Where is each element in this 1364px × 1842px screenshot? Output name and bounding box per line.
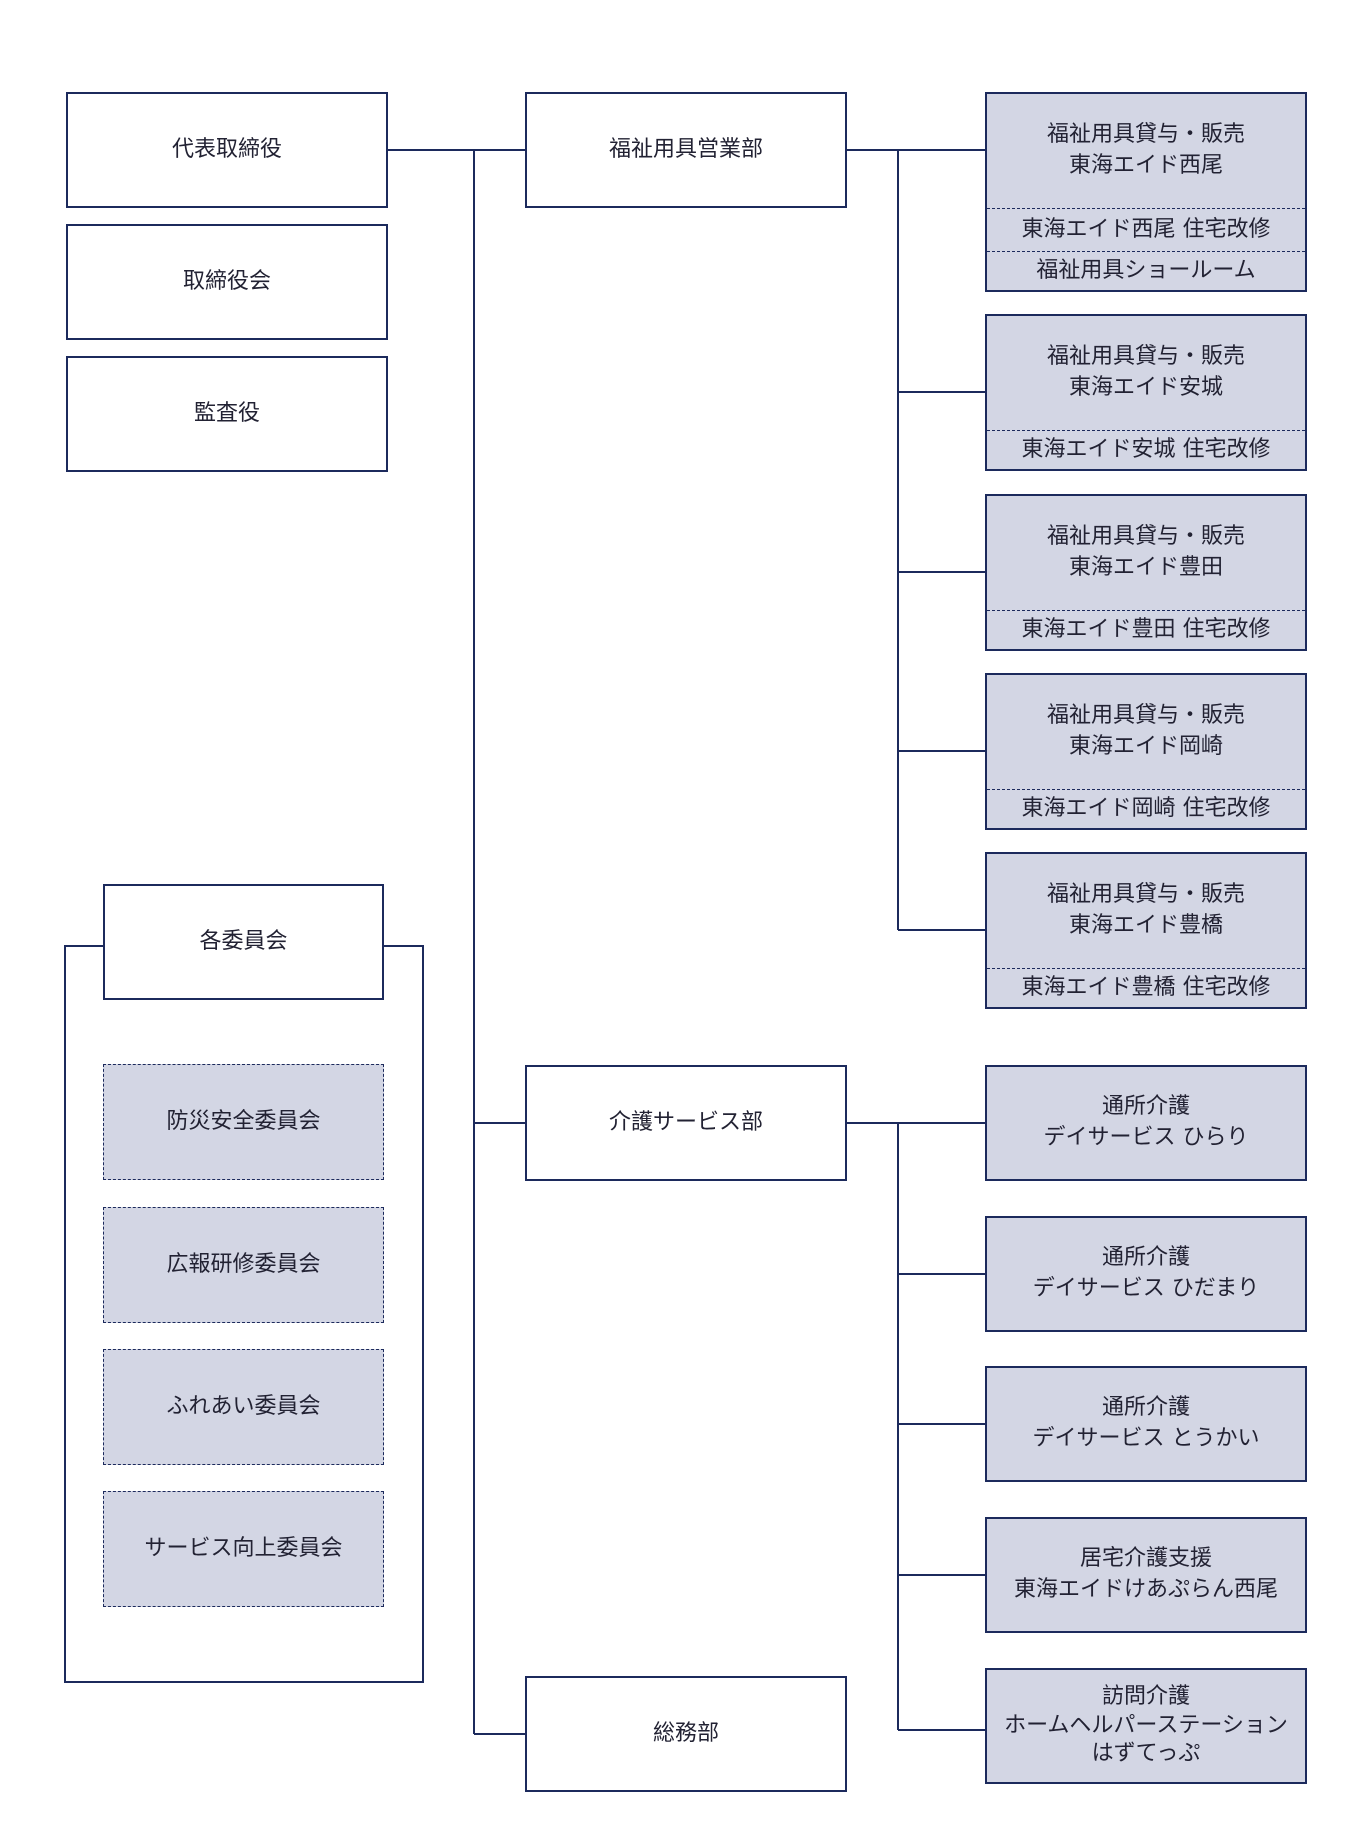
committee-label: ふれあい委員会 [166, 1393, 321, 1419]
general-dept-label: 総務部 [652, 1720, 719, 1746]
board-box: 取締役会 [66, 224, 388, 340]
unit-line: 福祉用具貸与・販売 [1046, 524, 1245, 550]
welfare-unit-main: 福祉用具貸与・販売 東海エイド豊橋 [987, 854, 1305, 968]
committees-title-box: 各委員会 [103, 884, 384, 1000]
welfare-unit-main: 福祉用具貸与・販売 東海エイド豊田 [987, 496, 1305, 610]
welfare-unit-box: 福祉用具貸与・販売 東海エイド西尾 東海エイド西尾 住宅改修 福祉用具ショールー… [985, 92, 1307, 292]
welfare-unit-sub: 東海エイド西尾 住宅改修 [987, 208, 1305, 251]
unit-line: ホームヘルパーステーション [1004, 1712, 1288, 1738]
unit-line: デイサービス ひだまり [1032, 1276, 1260, 1301]
committee-item: 防災安全委員会 [103, 1064, 384, 1180]
welfare-unit-box: 福祉用具貸与・販売 東海エイド豊田 東海エイド豊田 住宅改修 [985, 494, 1307, 651]
unit-line: 通所介護 [1101, 1245, 1190, 1271]
unit-line: 東海エイド安城 [1068, 375, 1223, 400]
welfare-unit-box: 福祉用具貸与・販売 東海エイド豊橋 東海エイド豊橋 住宅改修 [985, 852, 1307, 1009]
welfare-unit-sub: 東海エイド岡崎 住宅改修 [987, 789, 1305, 828]
general-dept-box: 総務部 [525, 1676, 847, 1792]
unit-line: 通所介護 [1101, 1395, 1190, 1421]
welfare-unit-sub: 東海エイド豊田 住宅改修 [987, 610, 1305, 649]
unit-line: 訪問介護 [1101, 1684, 1190, 1710]
committee-item: 広報研修委員会 [103, 1207, 384, 1323]
care-unit-box: 通所介護 デイサービス ひだまり [985, 1216, 1307, 1332]
auditor-box: 監査役 [66, 356, 388, 472]
unit-line: 福祉用具貸与・販売 [1046, 344, 1245, 370]
unit-line: 福祉用具貸与・販売 [1046, 122, 1245, 148]
unit-line: 福祉用具貸与・販売 [1046, 882, 1245, 908]
unit-sub-label: 東海エイド岡崎 住宅改修 [1021, 795, 1271, 821]
unit-line: デイサービス ひらり [1043, 1125, 1249, 1150]
committee-item: ふれあい委員会 [103, 1349, 384, 1465]
unit-line: 居宅介護支援 [1079, 1546, 1212, 1572]
care-dept-label: 介護サービス部 [608, 1109, 763, 1135]
care-unit-box: 通所介護 デイサービス とうかい [985, 1366, 1307, 1482]
committees-title: 各委員会 [199, 928, 288, 954]
unit-line: デイサービス とうかい [1032, 1426, 1260, 1451]
welfare-unit-sub: 福祉用具ショールーム [987, 251, 1305, 290]
unit-line: 東海エイド西尾 [1068, 153, 1223, 178]
ceo-box: 代表取締役 [66, 92, 388, 208]
welfare-unit-main: 福祉用具貸与・販売 東海エイド岡崎 [987, 675, 1305, 789]
care-unit-box: 居宅介護支援 東海エイドけあぷらん西尾 [985, 1517, 1307, 1633]
unit-line: 東海エイド岡崎 [1068, 734, 1223, 759]
unit-sub-label: 東海エイド豊田 住宅改修 [1021, 616, 1271, 642]
unit-line: 通所介護 [1101, 1094, 1190, 1120]
unit-sub-label: 東海エイド西尾 住宅改修 [1021, 216, 1271, 242]
committee-label: 広報研修委員会 [166, 1251, 321, 1277]
welfare-unit-main: 福祉用具貸与・販売 東海エイド安城 [987, 316, 1305, 430]
unit-line: はずてっぷ [1091, 1741, 1201, 1767]
welfare-dept-box: 福祉用具営業部 [525, 92, 847, 208]
care-dept-box: 介護サービス部 [525, 1065, 847, 1181]
care-unit-box: 通所介護 デイサービス ひらり [985, 1065, 1307, 1181]
unit-sub-label: 福祉用具ショールーム [1036, 257, 1256, 283]
committee-item: サービス向上委員会 [103, 1491, 384, 1607]
welfare-unit-sub: 東海エイド豊橋 住宅改修 [987, 968, 1305, 1007]
unit-sub-label: 東海エイド豊橋 住宅改修 [1021, 974, 1271, 1000]
unit-sub-label: 東海エイド安城 住宅改修 [1021, 436, 1271, 462]
welfare-unit-main: 福祉用具貸与・販売 東海エイド西尾 [987, 94, 1305, 208]
ceo-label: 代表取締役 [171, 136, 282, 162]
unit-line: 東海エイド豊橋 [1068, 913, 1223, 938]
care-unit-box: 訪問介護 ホームヘルパーステーション はずてっぷ [985, 1668, 1307, 1784]
unit-line: 福祉用具貸与・販売 [1046, 703, 1245, 729]
welfare-unit-box: 福祉用具貸与・販売 東海エイド岡崎 東海エイド岡崎 住宅改修 [985, 673, 1307, 830]
welfare-unit-box: 福祉用具貸与・販売 東海エイド安城 東海エイド安城 住宅改修 [985, 314, 1307, 471]
welfare-unit-sub: 東海エイド安城 住宅改修 [987, 430, 1305, 469]
unit-line: 東海エイドけあぷらん西尾 [1013, 1577, 1278, 1602]
committee-label: 防災安全委員会 [166, 1108, 321, 1134]
auditor-label: 監査役 [193, 400, 260, 426]
unit-line: 東海エイド豊田 [1068, 555, 1223, 580]
board-label: 取締役会 [182, 268, 271, 294]
committee-label: サービス向上委員会 [144, 1535, 343, 1561]
welfare-dept-label: 福祉用具営業部 [608, 136, 763, 162]
